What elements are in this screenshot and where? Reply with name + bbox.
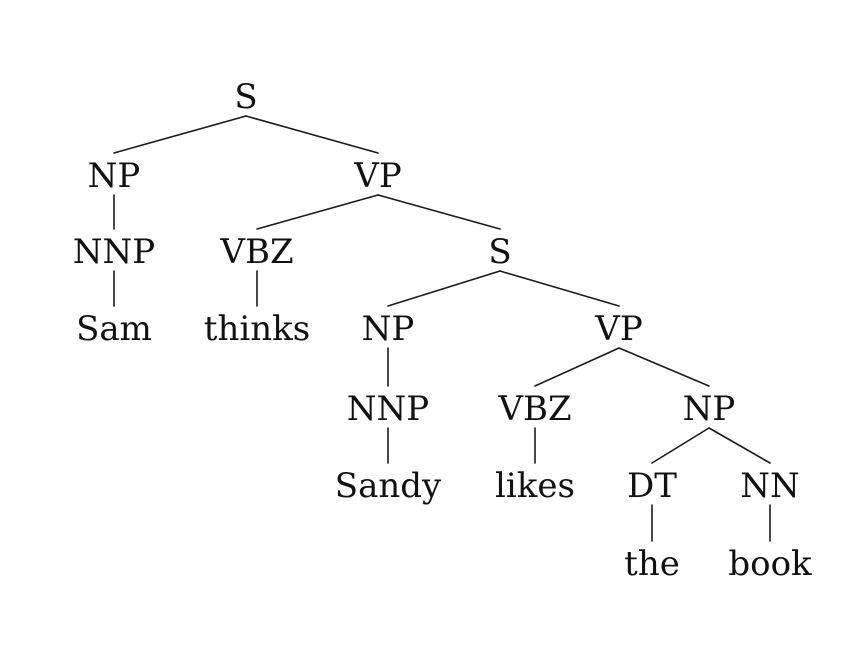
node-s: S	[234, 77, 257, 117]
node-dt: DT	[627, 466, 677, 506]
word-likes: likes	[495, 466, 575, 506]
tree-nodes: S NP NNP Sam VP VBZ thinks S NP NNP Sandy VP VBZ like…	[73, 77, 812, 584]
tree-edge	[499, 270, 620, 307]
tree-edge	[534, 347, 620, 387]
node-np: NP	[88, 156, 141, 196]
node-np: NP	[362, 309, 415, 349]
tree-edge	[256, 194, 379, 230]
tree-edge	[708, 427, 771, 464]
node-s: S	[488, 232, 511, 272]
tree-edge	[377, 194, 501, 230]
tree-edge	[651, 427, 710, 464]
node-vbz: VBZ	[497, 389, 571, 429]
node-nnp: NNP	[347, 389, 429, 429]
node-nnp: NNP	[73, 232, 155, 272]
word-sandy: Sandy	[335, 466, 442, 506]
node-vp: VP	[353, 156, 401, 196]
word-the: the	[624, 544, 680, 584]
node-vbz: VBZ	[219, 232, 293, 272]
tree-edge	[245, 115, 379, 154]
word-sam: Sam	[76, 309, 152, 349]
tree-edge	[387, 270, 501, 307]
node-np: NP	[683, 389, 736, 429]
tree-edge	[618, 347, 710, 387]
node-nn: NN	[740, 466, 800, 506]
tree-edge	[113, 115, 247, 154]
tree-edges	[113, 115, 771, 542]
node-vp: VP	[594, 309, 642, 349]
word-thinks: thinks	[204, 309, 310, 349]
word-book: book	[728, 544, 812, 584]
